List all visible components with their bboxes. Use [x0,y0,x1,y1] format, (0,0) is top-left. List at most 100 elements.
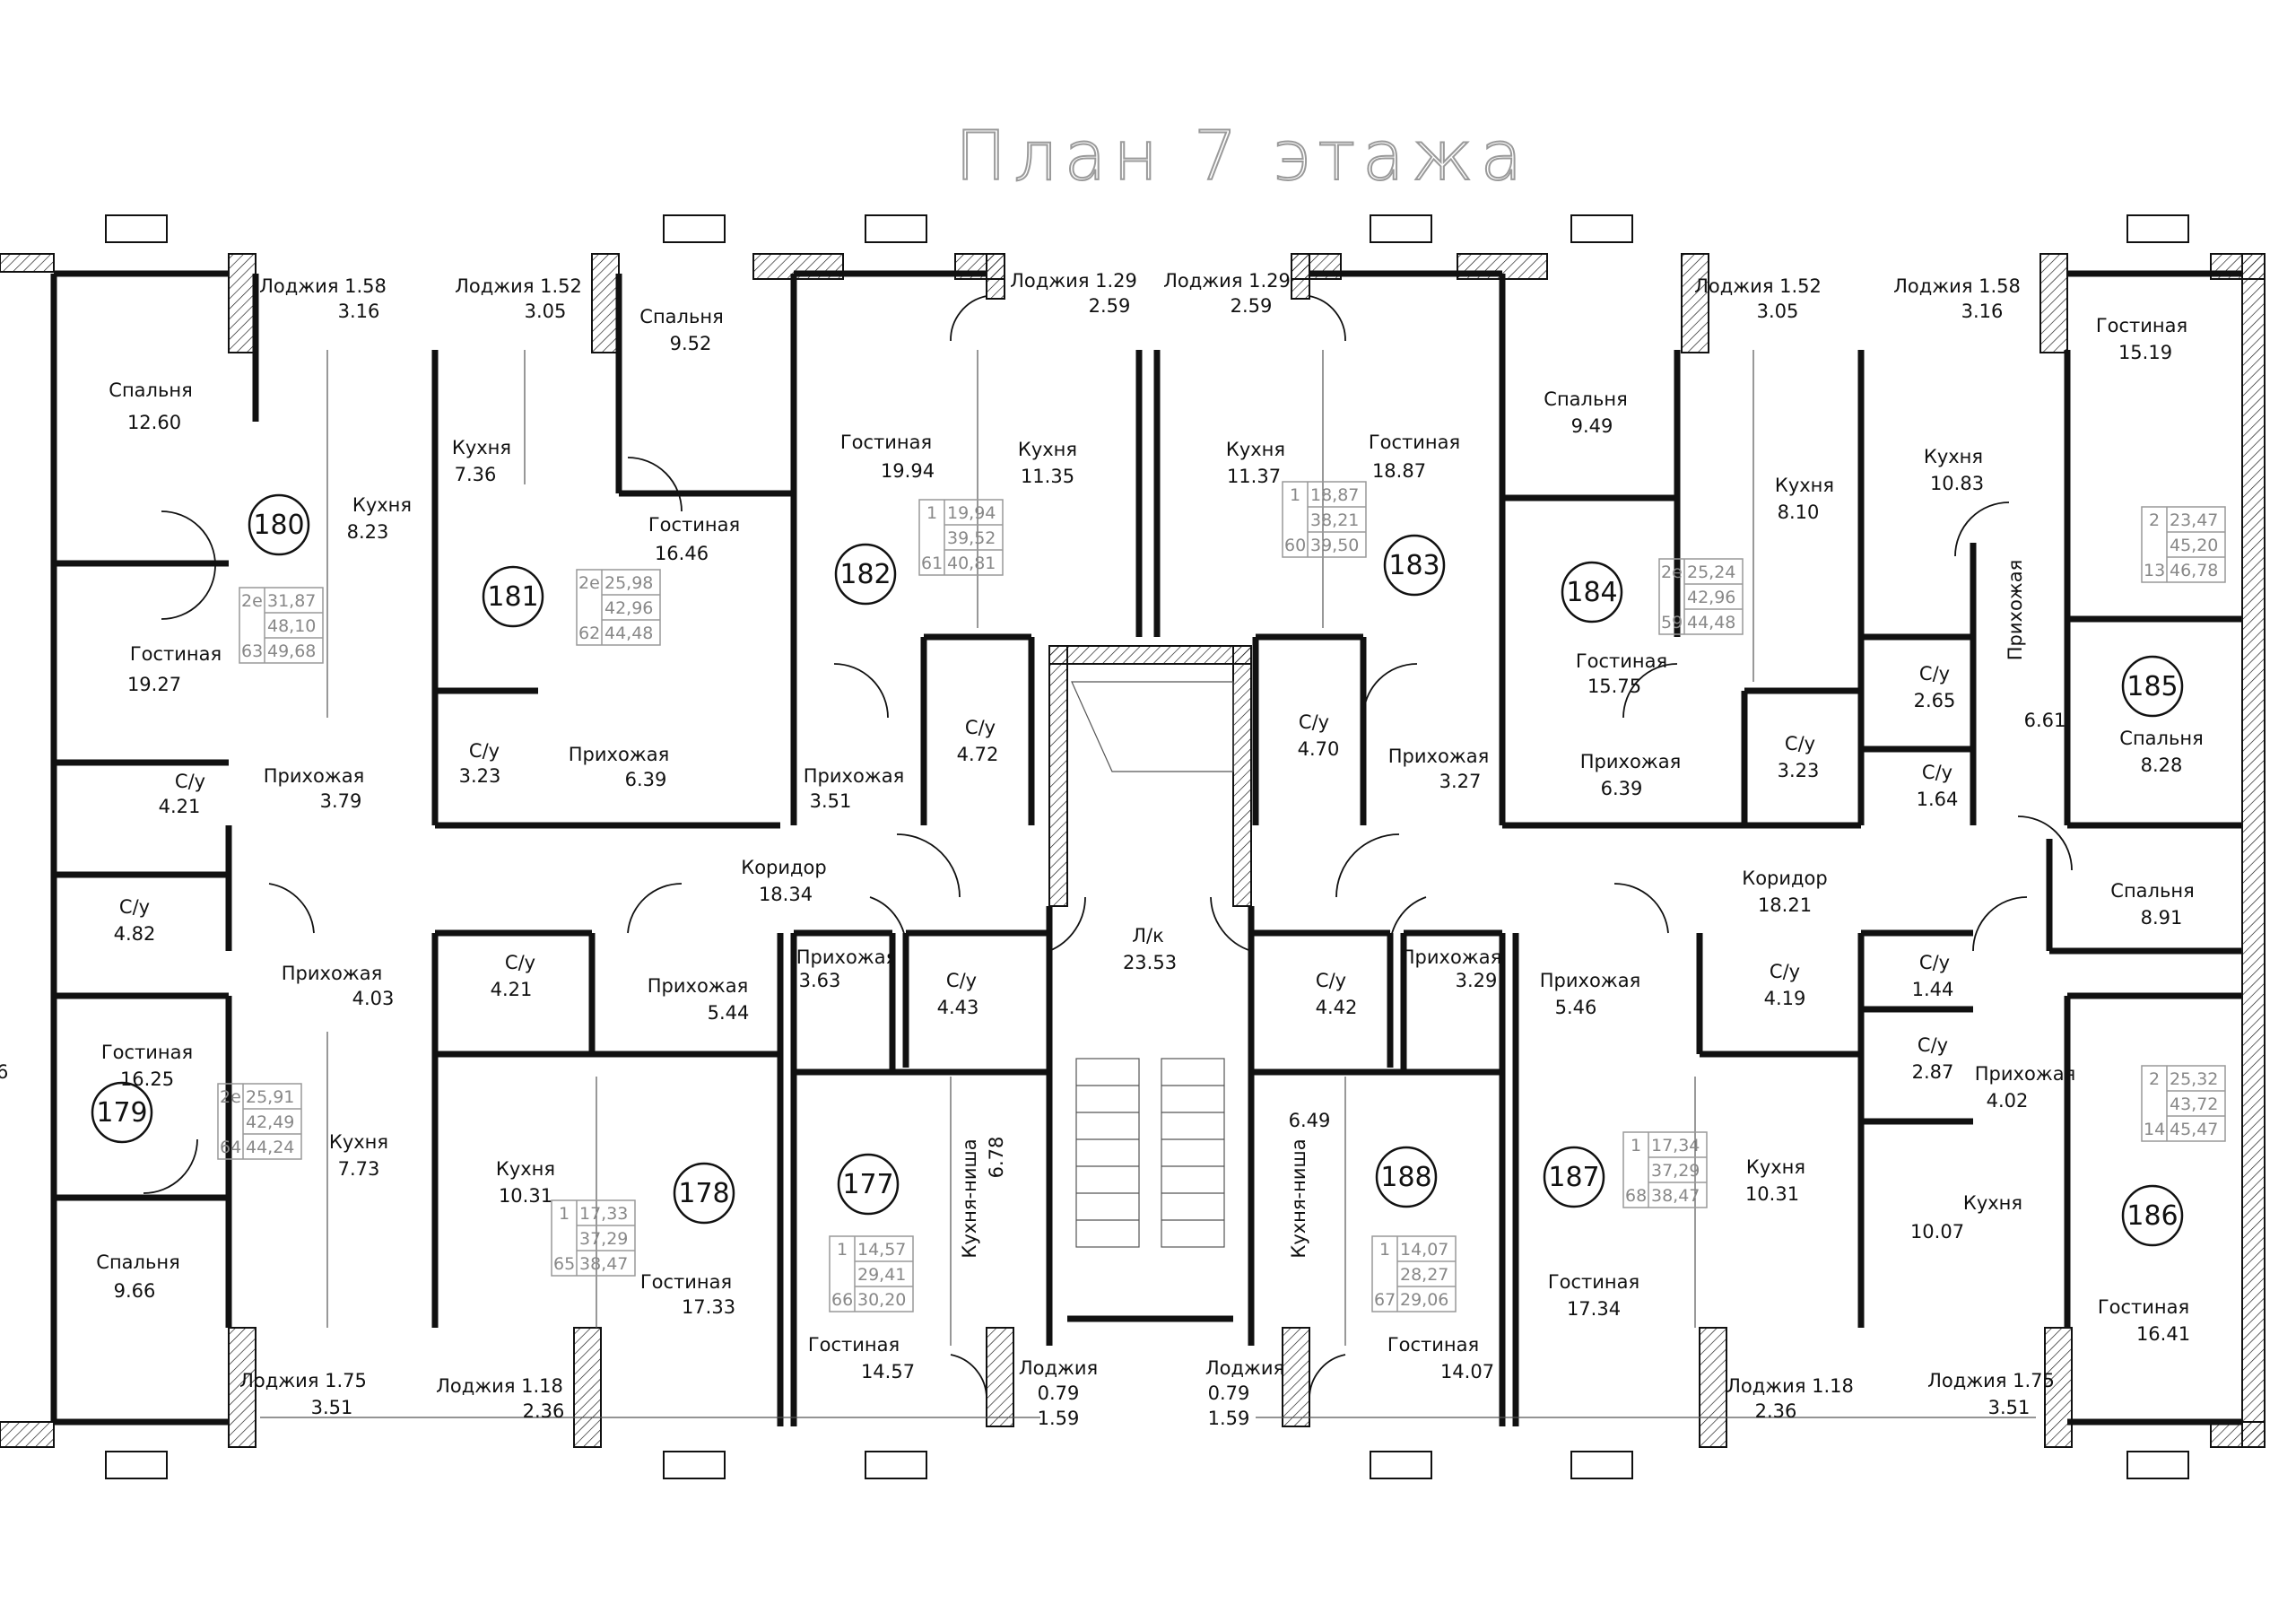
room-area: 15.19 [2118,342,2172,363]
room-name: С/у [1922,762,1952,783]
room-area: 3.05 [525,301,567,322]
area-table-floor-no: 64 [220,1138,241,1157]
room-name: Спальня [2110,880,2194,902]
room-name: Лоджия 1.75 [1927,1370,2055,1391]
area-table-value: 43,72 [2170,1094,2218,1114]
area-table-value: 44,24 [246,1138,294,1157]
room-area: 9.66 [114,1280,156,1302]
room-name: Кухня [329,1131,388,1153]
area-table-value: 19,94 [947,503,996,523]
area-table-value: 45,47 [2170,1120,2218,1139]
room-area: 6.39 [1601,778,1643,799]
area-table-187: 1 68 17,34 37,29 38,47 [1622,1131,1708,1208]
room-name: Кухня-ниша [1288,1138,1309,1258]
room-name: Гостиная [101,1042,193,1063]
room-area: 1.44 [1912,979,1954,1000]
room-area: 3.16 [338,301,380,322]
room-area: 9.52 [670,333,712,354]
room-area: 8.23 [347,521,389,543]
room-area: 6.39 [625,769,667,790]
room-area: 2.65 [1914,690,1956,711]
area-table-value: 17,34 [1651,1136,1700,1155]
room-name: С/у [1770,961,1800,982]
room-name: Гостиная [2096,315,2187,336]
doors [143,295,2073,1400]
room-area: 16.41 [2136,1323,2190,1345]
room-area: 4.43 [937,997,979,1018]
room-area: 12.60 [127,412,181,433]
area-table-180: 2е 63 31,87 48,10 49,68 [239,587,324,664]
room-name: С/у [1299,711,1329,733]
room-name: Кухня [1746,1156,1805,1178]
area-table-floor-no: 59 [1661,613,1683,632]
area-table-floor-no: 65 [553,1254,575,1274]
area-table-floor-no: 13 [2144,561,2165,580]
area-table-value: 25,98 [604,573,653,593]
area-table-value: 28,27 [1400,1265,1448,1285]
area-table-floor-no: 61 [921,554,943,573]
room-area: 6.49 [1289,1110,1331,1131]
apartment-number: 185 [2126,671,2178,702]
room-name: Лоджия 1.29 [1010,270,1137,292]
room-area: 3.63 [799,970,841,991]
room-name: Гостиная [2098,1296,2189,1318]
room-area: 11.35 [1021,466,1074,487]
room-labels: Лоджия 1.58 3.16 Лоджия 1.52 3.05 Лоджия… [0,270,2204,1429]
room-name: Спальня [1544,388,1627,410]
room-area: 18.21 [1758,894,1812,916]
room-area: 4.02 [1987,1090,2029,1112]
apartment-number: 184 [1566,577,1617,608]
room-area: 16.46 [655,543,709,564]
room-area: 18.34 [759,884,813,905]
apartment-number: 187 [1548,1162,1599,1193]
apartment-number: 177 [842,1169,893,1200]
room-area: 3.16 [1961,301,2004,322]
room-area: 2.59 [1231,295,1273,317]
room-area: 8.91 [2141,907,2183,929]
area-table-value: 14,57 [857,1240,906,1260]
apartment-number: 186 [2126,1200,2178,1232]
room-area: 15.75 [1587,676,1641,697]
room-area: 2.59 [1089,295,1131,317]
room-name: Лоджия 1.75 [239,1370,367,1391]
apartment-number: 183 [1388,550,1439,581]
room-area: 5.46 [1555,997,1597,1018]
room-name: Л/к [1132,925,1164,946]
room-area: 4.72 [957,744,999,765]
area-table-value: 39,50 [1310,536,1359,555]
area-table-186: 2 14 25,32 43,72 45,47 [2141,1065,2226,1142]
plan-title: План 7 этажа [955,116,1529,196]
room-name: Гостиная [1576,650,1667,672]
apartment-markers [91,493,2184,1247]
room-name: Прихожая [1540,970,1640,991]
room-area: 3.29 [1456,970,1498,991]
area-table-value: 42,96 [604,598,653,618]
area-table-value: 18,87 [1310,485,1359,505]
room-name: Прихожая [264,765,364,787]
room-area: 7.36 [455,464,497,485]
room-name: С/у [119,896,150,918]
room-area: 14.57 [861,1361,915,1382]
area-table-rooms: 1 [1290,485,1300,505]
area-table-rooms: 2е [241,591,263,611]
room-area: 19.27 [127,674,181,695]
room-name: С/у [1785,733,1815,754]
room-area: 3.23 [1778,760,1820,781]
area-table-value: 38,21 [1310,510,1359,530]
area-table-rooms: 1 [926,503,937,523]
room-name: Прихожая [1975,1063,2075,1085]
area-table-floor-no: 66 [831,1290,853,1310]
room-area: 10.31 [499,1185,552,1207]
room-name: С/у [1919,663,1950,685]
room-area: 9.49 [1571,415,1613,437]
edge-fragment-label: 6 [0,1061,8,1083]
outer-walls [0,253,2266,1448]
room-area: 3.51 [1988,1397,2031,1418]
area-table-value: 37,29 [579,1229,628,1249]
room-name: Лоджия 1.52 [455,275,582,297]
room-name: С/у [946,970,977,991]
room-name: Лоджия 1.18 [436,1375,563,1397]
room-name: Лоджия [1205,1357,1284,1379]
area-table-value: 48,10 [267,616,316,636]
apartment-number: 178 [678,1178,729,1209]
